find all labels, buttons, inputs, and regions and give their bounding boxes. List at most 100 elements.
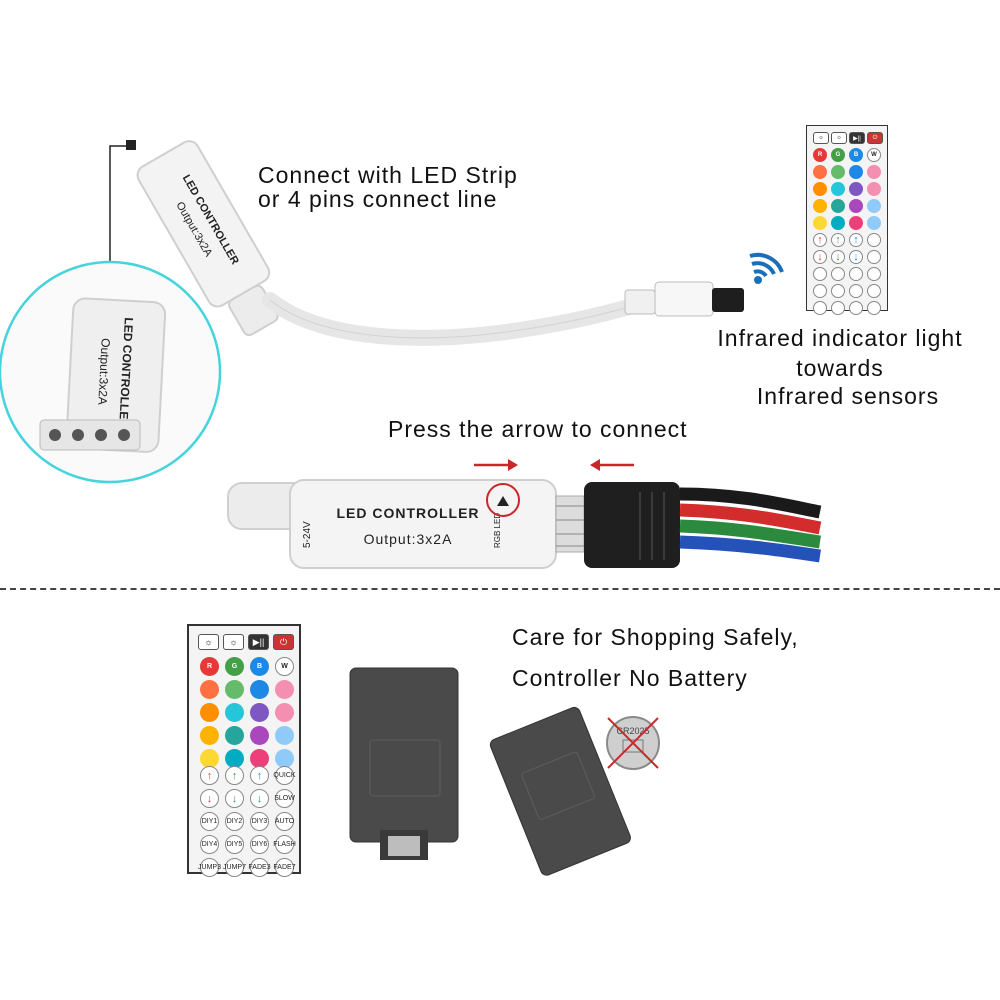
remote-function-button (867, 233, 881, 247)
remote-arrow-icon: ↓ (200, 789, 219, 808)
care-caption-1: Care for Shopping Safely, (512, 624, 799, 650)
triangle-marker-icon (497, 496, 509, 506)
remote-color-button (200, 680, 219, 699)
remote-back-upright (349, 667, 459, 843)
remote-color-button (225, 703, 244, 722)
remote-function-button (849, 267, 863, 281)
battery-tray-slot (388, 836, 420, 856)
remote-function-button: JUMP7 (223, 858, 246, 877)
wire-red (679, 503, 822, 535)
remote-function-button (831, 267, 845, 281)
remote-arrow-icon: ↓ (250, 789, 269, 808)
inset-pins (39, 419, 141, 451)
remote-color-button (200, 703, 219, 722)
remote-color-button (831, 165, 845, 179)
remote-function-button (813, 301, 827, 315)
remote-color-button (275, 726, 294, 745)
remote-play-pause: ▶|| (248, 634, 269, 650)
remote-color-button (225, 680, 244, 699)
remote-function-button (813, 267, 827, 281)
remote-function-button (867, 267, 881, 281)
embossed-label (369, 739, 441, 797)
remote-color-button (813, 182, 827, 196)
remote-function-button: DIY2 (225, 812, 244, 831)
remote-color-button (849, 165, 863, 179)
remote-function-button (867, 250, 881, 264)
remote-color-button (867, 165, 881, 179)
remote-arrow-icon: ↓ (849, 250, 863, 264)
remote-function-button (867, 284, 881, 298)
remote-function-button (813, 284, 827, 298)
plug-head (654, 281, 714, 317)
remote-color-button (831, 216, 845, 230)
remote-color-r-button: R (813, 148, 827, 162)
infrared-caption-3: Infrared sensors (756, 383, 940, 409)
white-cable (262, 292, 668, 346)
remote-color-button (813, 216, 827, 230)
remote-function-button: DIY6 (250, 835, 269, 854)
remote-arrow-icon: ↑ (831, 233, 845, 247)
inset-name: LED CONTROLLER (116, 317, 136, 429)
remote-function-button: DIY1 (200, 812, 219, 831)
remote-power: ⏻ (273, 634, 294, 650)
remote-color-button (813, 165, 827, 179)
remote-arrow-icon: ↑ (250, 766, 269, 785)
remote-color-button (867, 199, 881, 213)
remote-function-button (831, 301, 845, 315)
battery-label: CR2025 (616, 726, 649, 736)
small-remote-top-2: ☼ (831, 132, 847, 144)
remote-color-button (813, 199, 827, 213)
remote-function-button: AUTO (275, 812, 294, 831)
remote-color-button (849, 216, 863, 230)
remote-function-button: FADE7 (273, 858, 296, 877)
plug-tip (712, 288, 744, 312)
remote-color-button (250, 703, 269, 722)
remote-arrow-icon: ↑ (813, 233, 827, 247)
leader-line (109, 145, 130, 290)
remote-color-button (250, 726, 269, 745)
remote-brightness-down: ☼ (223, 634, 244, 650)
small-remote-play: ▶|| (849, 132, 865, 144)
small-remote-top-1: ☼ (813, 132, 829, 144)
lower-pin-label: RGB LED (493, 513, 502, 548)
remote-function-button: JUMP3 (198, 858, 221, 877)
arrow-highlight-circle (486, 483, 520, 517)
battery-compartment-photo: CR2025 (349, 667, 660, 876)
remote-color-button (867, 182, 881, 196)
remote-color-button (275, 680, 294, 699)
remote-function-button (867, 301, 881, 315)
remote-function-button: DIY4 (200, 835, 219, 854)
remote-color-button (200, 749, 219, 768)
remote-color-g-button: G (831, 148, 845, 162)
plug-sleeve (624, 289, 656, 315)
lower-pins (555, 495, 585, 553)
remote-color-b-button: B (849, 148, 863, 162)
remote-color-button (275, 749, 294, 768)
remote-function-button: FLASH (273, 835, 296, 854)
remote-color-button (225, 726, 244, 745)
controller-photo: LED CONTROLLER Output:3x2A LED CONTROLLE… (0, 140, 822, 569)
arrow-right-icon (474, 459, 518, 471)
wire-blue (679, 535, 821, 563)
lower-output: Output:3x2A (364, 531, 453, 547)
infrared-caption-2: towards (796, 355, 884, 381)
remote-color-button (849, 199, 863, 213)
remote-arrow-icon: ↓ (813, 250, 827, 264)
remote-brightness-up: ☼ (198, 634, 219, 650)
remote-function-button: DIY5 (225, 835, 244, 854)
leader-dot (126, 140, 136, 150)
cross-line-2 (607, 717, 659, 769)
infrared-caption-1: Infrared indicator light (717, 325, 963, 351)
infrared-signal-icon (749, 252, 784, 284)
remote-arrow-icon: ↑ (849, 233, 863, 247)
remote-function-button: QUICK (273, 766, 296, 785)
lower-controller-body (289, 479, 557, 569)
inset-output: Output:3x2A (95, 338, 112, 405)
remote-color-w-button: W (867, 148, 881, 162)
black-connector (584, 482, 680, 568)
lower-voltage: 5-24V (302, 521, 313, 548)
inset-controller: LED CONTROLLER Output:3x2A (65, 297, 167, 453)
